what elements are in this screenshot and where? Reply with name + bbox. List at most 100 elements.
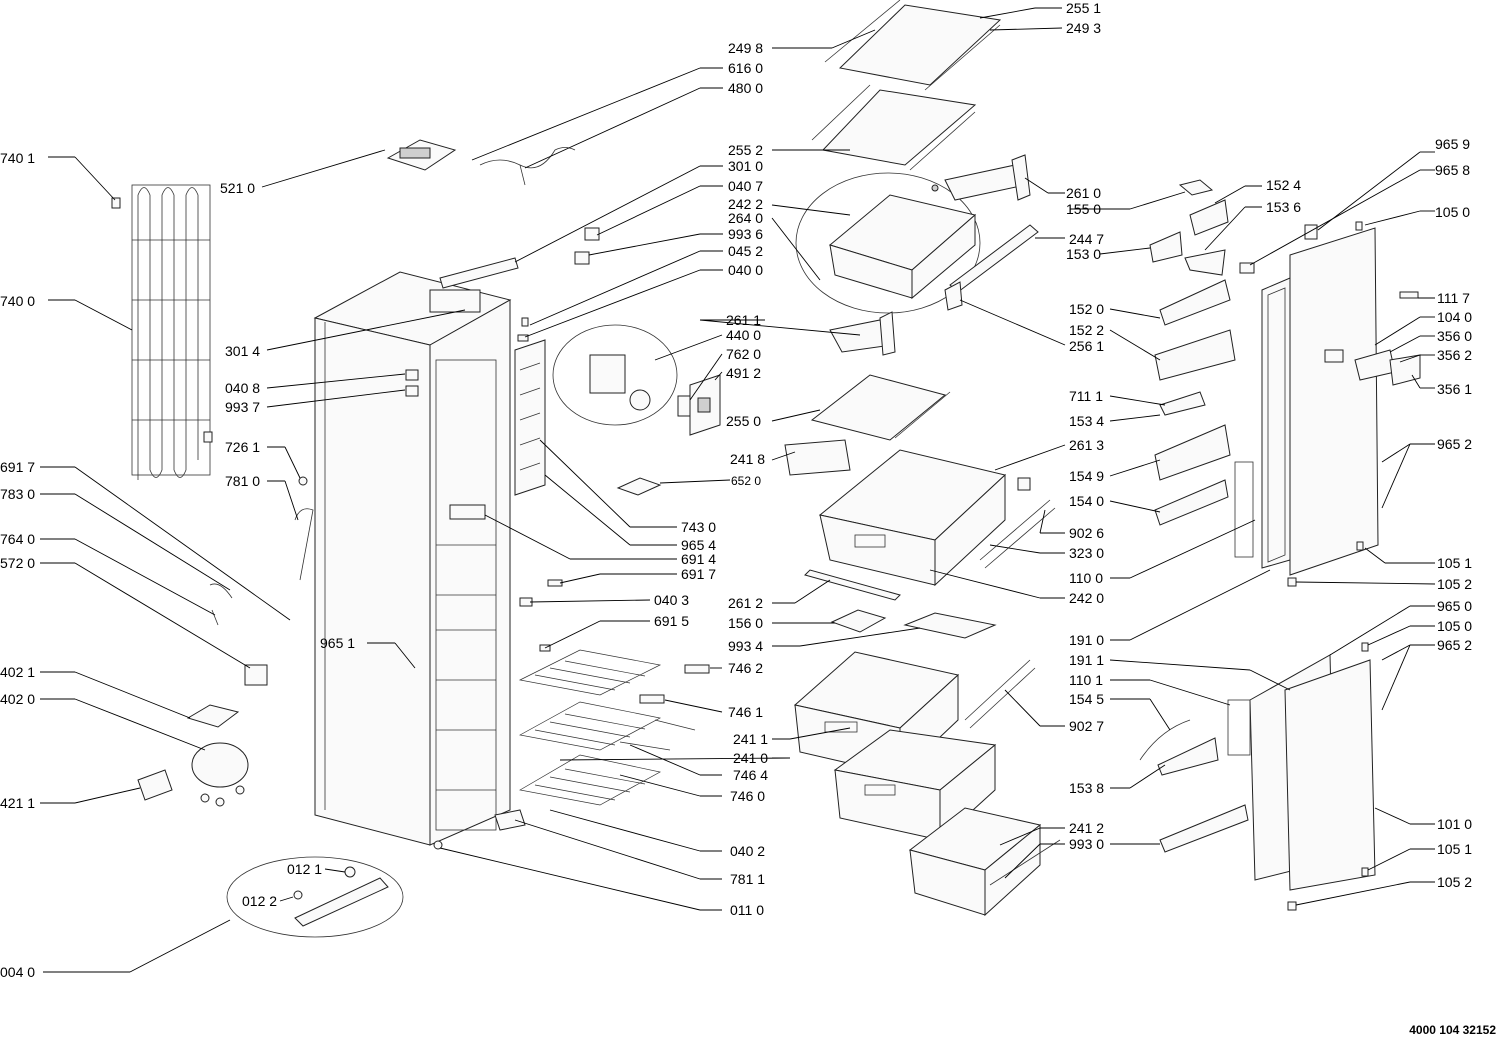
callout-711-1: 711 1 [1069, 388, 1103, 404]
callout-356-0: 356 0 [1437, 328, 1472, 344]
callout-040-3: 040 3 [654, 592, 689, 608]
callout-993-0: 993 0 [1069, 836, 1104, 852]
callout-746-1: 746 1 [728, 704, 763, 720]
callout-105-1-upper: 105 1 [1437, 555, 1472, 571]
callout-255-0: 255 0 [726, 413, 761, 429]
callout-012-2: 012 2 [242, 893, 277, 909]
wire-shelves-drawing [494, 579, 710, 831]
callout-965-0: 965 0 [1437, 598, 1472, 614]
callout-652-0: 652 0 [731, 474, 761, 488]
callout-521-0: 521 0 [220, 180, 255, 196]
callout-616-0: 616 0 [728, 60, 763, 76]
callout-154-5: 154 5 [1069, 691, 1104, 707]
callout-154-9: 154 9 [1069, 468, 1104, 484]
ice-tray-drawing [830, 609, 997, 639]
freezer-drawer-2-drawing [833, 729, 997, 842]
callout-040-2: 040 2 [730, 843, 765, 859]
callout-153-4: 153 4 [1069, 413, 1104, 429]
callout-965-9: 965 9 [1435, 136, 1470, 152]
callout-402-0: 402 0 [0, 691, 35, 707]
callout-152-2: 152 2 [1069, 322, 1104, 338]
part-drawings [111, 0, 1421, 938]
callout-902-7: 902 7 [1069, 718, 1104, 734]
callout-783-0: 783 0 [0, 486, 35, 502]
callout-153-8: 153 8 [1069, 780, 1104, 796]
callout-726-1: 726 1 [225, 439, 260, 455]
callout-491-2: 491 2 [726, 365, 761, 381]
callout-993-4: 993 4 [728, 638, 763, 654]
callout-110-1: 110 1 [1069, 672, 1103, 688]
callout-012-1: 012 1 [287, 861, 322, 877]
callout-993-6: 993 6 [728, 226, 763, 242]
callout-691-5: 691 5 [654, 613, 689, 629]
callout-691-7-center: 691 7 [681, 566, 716, 582]
callout-242-0: 242 0 [1069, 590, 1104, 606]
leader-lines [40, 7, 1436, 973]
small-clips-drawing [294, 227, 600, 581]
callout-323-0: 323 0 [1069, 545, 1104, 561]
callout-191-0: 191 0 [1069, 632, 1104, 648]
callout-691-7-left: 691 7 [0, 459, 35, 475]
callout-105-1-lower: 105 1 [1437, 841, 1472, 857]
evaporator-plate-drawing [514, 339, 546, 496]
callout-241-1: 241 1 [733, 731, 768, 747]
callout-965-4: 965 4 [681, 537, 716, 553]
callout-264-0: 264 0 [728, 210, 763, 226]
callout-110-0: 110 0 [1069, 570, 1103, 586]
callout-902-6: 902 6 [1069, 525, 1104, 541]
callout-255-1: 255 1 [1066, 0, 1101, 16]
callout-480-0: 480 0 [728, 80, 763, 96]
glass-shelf-2-drawing [811, 84, 977, 171]
callout-153-6: 153 6 [1266, 199, 1301, 215]
callout-156-0: 156 0 [728, 615, 763, 631]
callout-249-3: 249 3 [1066, 20, 1101, 36]
callout-743-0: 743 0 [681, 519, 716, 535]
callout-244-7: 244 7 [1069, 231, 1104, 247]
callout-040-8: 040 8 [225, 380, 260, 396]
lower-door-drawing [1139, 642, 1376, 911]
callout-993-7: 993 7 [225, 399, 260, 415]
callout-781-0: 781 0 [225, 473, 260, 489]
callout-572-0: 572 0 [0, 555, 35, 571]
lamp-drawing [616, 477, 662, 496]
callout-255-2: 255 2 [728, 142, 763, 158]
hinge-kit-drawing [226, 856, 404, 938]
callout-965-2-lower: 965 2 [1437, 637, 1472, 653]
callout-965-2-upper: 965 2 [1437, 436, 1472, 452]
callout-261-3: 261 3 [1069, 437, 1104, 453]
callout-746-4: 746 4 [733, 767, 768, 783]
callout-004-0: 004 0 [0, 964, 35, 980]
rails-drawing [829, 154, 1039, 356]
callout-241-0: 241 0 [733, 750, 768, 766]
callout-746-2: 746 2 [728, 660, 763, 676]
callout-965-8: 965 8 [1435, 162, 1470, 178]
callout-256-1: 256 1 [1069, 338, 1104, 354]
callout-040-0: 040 0 [728, 262, 763, 278]
callout-740-1: 740 1 [0, 150, 35, 166]
callout-356-1: 356 1 [1437, 381, 1472, 397]
callout-746-0: 746 0 [730, 788, 765, 804]
callout-045-2: 045 2 [728, 243, 763, 259]
callout-965-1: 965 1 [320, 635, 355, 651]
callout-301-4: 301 4 [225, 343, 260, 359]
upper-bin-drawing [795, 172, 981, 314]
callout-356-2: 356 2 [1437, 347, 1472, 363]
crisper-drawer-drawing [784, 439, 1056, 601]
compressor-drawing [137, 583, 268, 807]
callout-249-8: 249 8 [728, 40, 763, 56]
callout-762-0: 762 0 [726, 346, 761, 362]
callout-261-1: 261 1 [726, 312, 761, 328]
callout-242-2: 242 2 [728, 196, 763, 212]
callout-301-0: 301 0 [728, 158, 763, 174]
callout-691-4: 691 4 [681, 551, 716, 567]
callout-104-0: 104 0 [1437, 309, 1472, 325]
callout-261-0: 261 0 [1066, 185, 1101, 201]
callout-764-0: 764 0 [0, 531, 35, 547]
callout-105-0-lower: 105 0 [1437, 618, 1472, 634]
callout-111-7: 111 7 [1437, 290, 1470, 306]
callout-105-2-lower: 105 2 [1437, 874, 1472, 890]
callout-154-0: 154 0 [1069, 493, 1104, 509]
top-trim-drawing [439, 257, 519, 289]
callout-155-0: 155 0 [1066, 201, 1101, 217]
